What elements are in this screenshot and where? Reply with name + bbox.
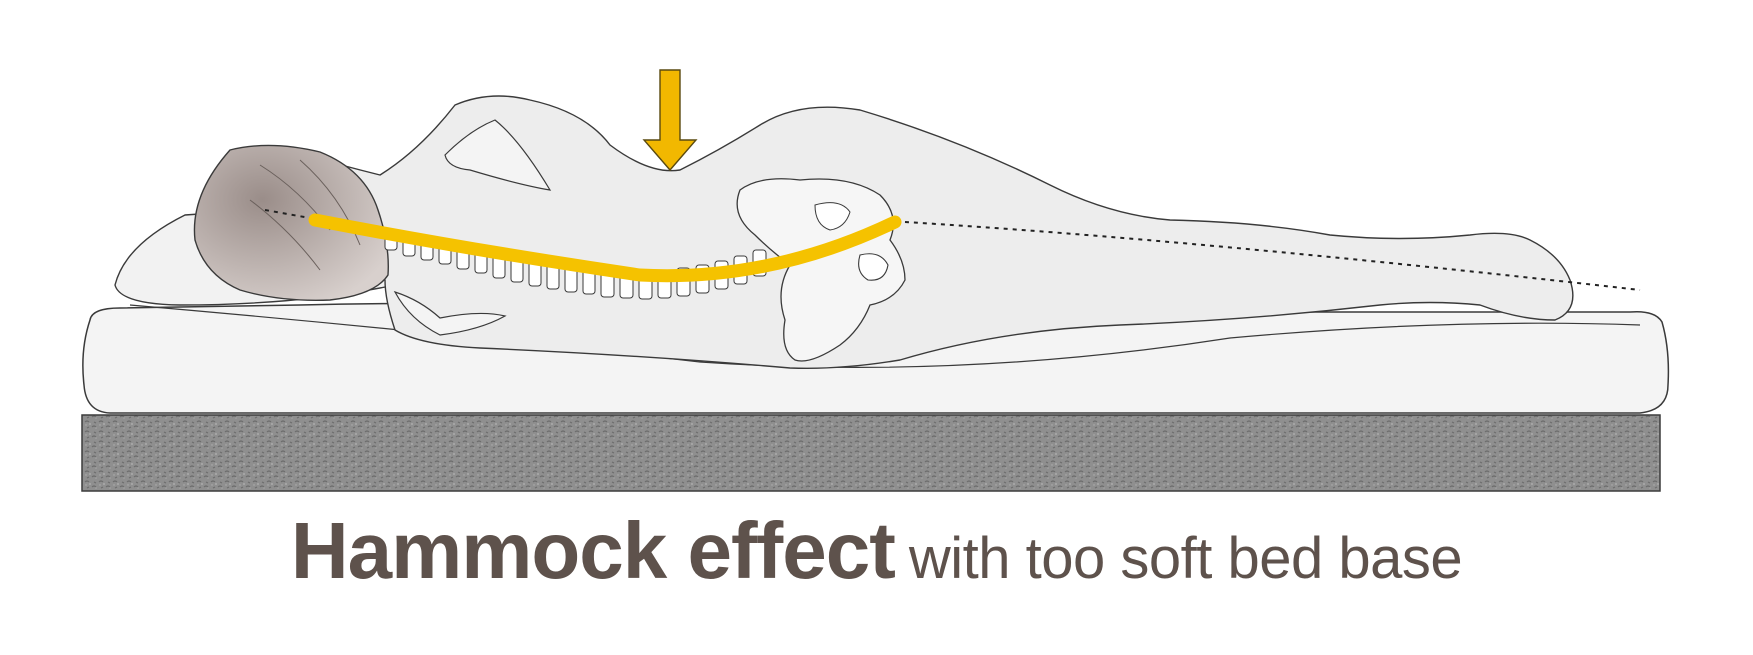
caption-title: Hammock effect bbox=[290, 506, 896, 595]
down-arrow-icon bbox=[642, 69, 698, 172]
ideal-spine-line bbox=[264, 209, 1641, 291]
caption-subtitle: with too soft bed base bbox=[908, 526, 1463, 591]
hammock-effect-illustration bbox=[81, 69, 1670, 492]
sacrum bbox=[814, 202, 851, 231]
scapula bbox=[444, 119, 552, 191]
body-silhouette bbox=[303, 95, 1574, 370]
spine-highlight bbox=[308, 213, 902, 283]
head bbox=[193, 144, 389, 301]
bed-base bbox=[81, 414, 1661, 492]
pelvis-socket bbox=[858, 253, 889, 281]
sternum-bone bbox=[393, 290, 507, 336]
